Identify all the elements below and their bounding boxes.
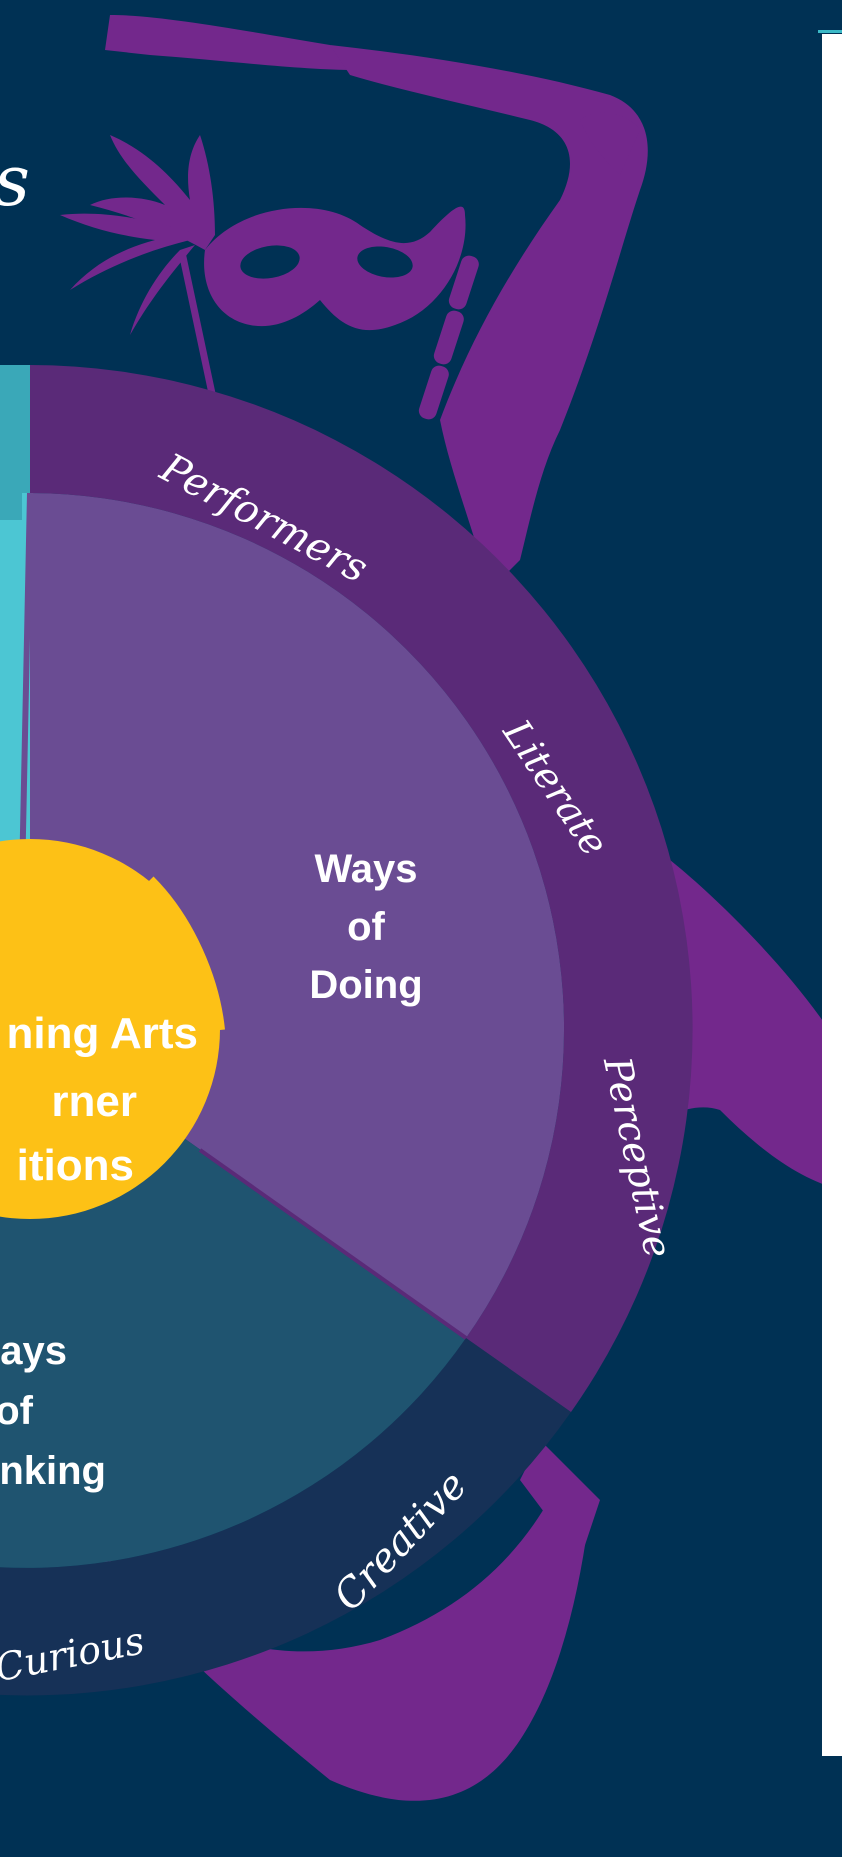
sector-ways-of-doing — [30, 493, 565, 1338]
masquerade-mask-icon — [60, 135, 466, 409]
heading-fragment: s — [0, 140, 30, 222]
center-circle-brush — [146, 876, 225, 1031]
outer-ring-dark-segment — [0, 1338, 571, 1696]
outer-ring-purple-segment — [30, 365, 693, 1412]
sector-divider — [198, 1148, 468, 1340]
side-panel — [822, 34, 842, 1756]
doing-line-3: Doing — [309, 963, 422, 1007]
panel-accent-line — [818, 30, 842, 33]
doing-line-2: of — [347, 905, 385, 949]
center-line-1: ning Arts — [7, 1009, 198, 1058]
doing-line-1: Ways — [314, 847, 417, 891]
thinking-line-1: ays — [0, 1329, 67, 1373]
saxophone-icon — [105, 15, 648, 590]
ways-of-doing-label: Ways of Doing — [309, 847, 422, 1007]
center-line-2: rner — [51, 1077, 137, 1126]
ways-of-thinking-label: ays of nking — [0, 1329, 106, 1493]
sector-divider — [19, 492, 33, 881]
center-circle — [0, 839, 220, 1219]
thinking-line-3: nking — [0, 1449, 106, 1493]
center-line-3: itions — [17, 1141, 134, 1190]
sector-teal-upper — [0, 383, 22, 520]
center-label: ning Arts rner itions — [7, 1009, 198, 1190]
thinking-line-2: of — [0, 1389, 34, 1433]
